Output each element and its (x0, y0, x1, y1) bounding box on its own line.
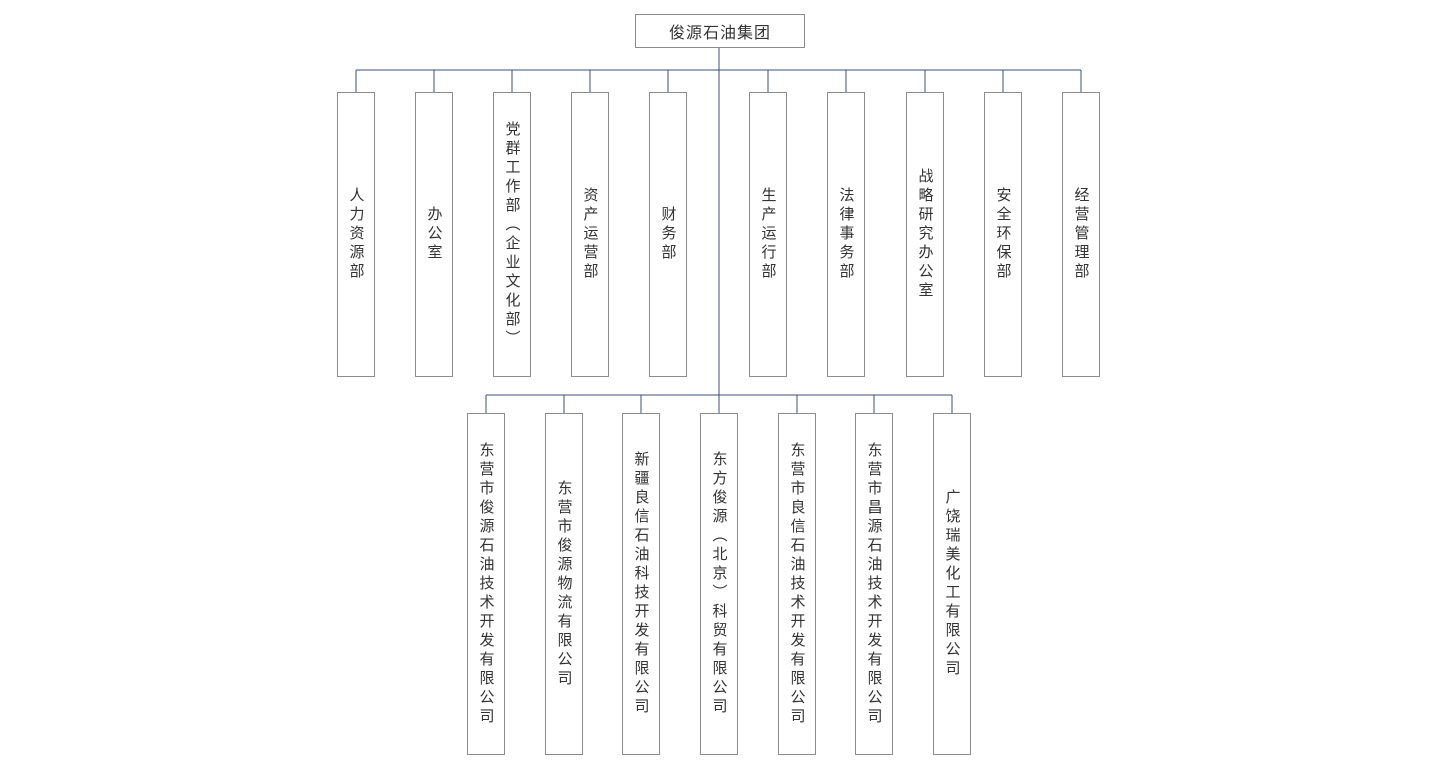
sub-node-dongying-junyuan-tech: 东营市俊源石油技术开发有限公司 (467, 413, 505, 755)
dept-node-strategy: 战略研究办公室 (906, 92, 944, 377)
root-node: 俊源石油集团 (635, 14, 805, 48)
dept-node-finance: 财务部 (649, 92, 687, 377)
dept-label: 安全环保部 (994, 187, 1013, 282)
sub-node-dongying-liangxin: 东营市良信石油技术开发有限公司 (778, 413, 816, 755)
sub-node-dongfang-beijing: 东方俊源（北京）科贸有限公司 (700, 413, 738, 755)
dept-label: 财务部 (659, 206, 678, 263)
dept-node-safety: 安全环保部 (984, 92, 1022, 377)
dept-label: 生产运行部 (759, 187, 778, 282)
dept-node-production: 生产运行部 (749, 92, 787, 377)
sub-label: 东营市良信石油技术开发有限公司 (788, 441, 807, 727)
dept-label: 经营管理部 (1072, 187, 1091, 282)
sub-node-guangrao-ruimei: 广饶瑞美化工有限公司 (933, 413, 971, 755)
dept-node-office: 办公室 (415, 92, 453, 377)
dept-label: 资产运营部 (581, 187, 600, 282)
sub-node-xinjiang-liangxin: 新疆良信石油科技开发有限公司 (622, 413, 660, 755)
dept-node-legal: 法律事务部 (827, 92, 865, 377)
sub-node-junyuan-logistics: 东营市俊源物流有限公司 (545, 413, 583, 755)
dept-label: 法律事务部 (837, 187, 856, 282)
sub-node-dongying-changyuan: 东营市昌源石油技术开发有限公司 (855, 413, 893, 755)
dept-label: 战略研究办公室 (916, 168, 935, 301)
dept-node-hr: 人力资源部 (337, 92, 375, 377)
sub-label: 东营市俊源石油技术开发有限公司 (477, 441, 496, 727)
dept-node-asset: 资产运营部 (571, 92, 609, 377)
dept-node-management: 经营管理部 (1062, 92, 1100, 377)
sub-label: 东方俊源（北京）科贸有限公司 (710, 451, 729, 717)
dept-label: 人力资源部 (347, 187, 366, 282)
sub-label: 新疆良信石油科技开发有限公司 (632, 451, 651, 717)
sub-label: 东营市昌源石油技术开发有限公司 (865, 441, 884, 727)
root-label: 俊源石油集团 (668, 23, 771, 42)
dept-label: 办公室 (425, 206, 444, 263)
sub-label: 广饶瑞美化工有限公司 (943, 489, 962, 679)
dept-label: 党群工作部（企业文化部） (503, 120, 522, 349)
sub-label: 东营市俊源物流有限公司 (555, 479, 574, 689)
dept-node-party: 党群工作部（企业文化部） (493, 92, 531, 377)
